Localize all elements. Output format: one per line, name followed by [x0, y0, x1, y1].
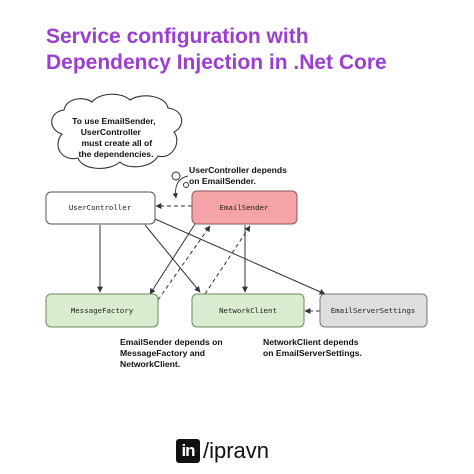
es-note-line-1: EmailSender depends on — [120, 337, 223, 347]
node-email-server-settings: EmailServerSettings — [319, 293, 428, 328]
cloud-note-line-1: To use EmailSender, — [72, 116, 155, 126]
dashed-edges — [155, 203, 320, 314]
cloud-bubble-small — [183, 182, 189, 188]
author-handle: /ipravn — [203, 438, 270, 463]
uc-note-pointer — [172, 175, 189, 199]
network-client-depends-note: NetworkClient depends on EmailServerSett… — [263, 337, 362, 358]
cloud-bubble-large — [171, 171, 181, 181]
nc-note-line-2: on EmailServerSettings. — [263, 348, 362, 358]
email-sender-depends-note: EmailSender depends on MessageFactory an… — [120, 337, 225, 369]
user-controller-label: UserController — [69, 203, 132, 212]
title-line-1: Service configuration with — [46, 25, 309, 48]
linkedin-logo-icon: in — [176, 439, 200, 463]
thought-cloud: To use EmailSender, UserController must … — [51, 93, 189, 188]
es-note-line-2: MessageFactory and — [120, 348, 205, 358]
email-server-settings-label: EmailServerSettings — [331, 306, 416, 315]
cloud-note-line-4: the dependencies. — [79, 149, 154, 159]
uc-note-line-2: on EmailSender. — [189, 176, 256, 186]
message-factory-label: MessageFactory — [71, 306, 134, 315]
edge-nc-to-es-dashed — [204, 225, 251, 295]
email-sender-label: EmailSender — [220, 203, 269, 212]
network-client-label: NetworkClient — [219, 306, 277, 315]
edge-uc-to-ess — [154, 218, 326, 295]
cloud-note-line-2: UserController — [81, 127, 142, 137]
es-note-line-3: NetworkClient. — [120, 359, 180, 369]
edge-mf-to-es-dashed — [157, 225, 211, 301]
page-title: Service configuration with Dependency In… — [46, 24, 466, 76]
node-message-factory: MessageFactory — [45, 293, 159, 328]
solid-edges — [97, 218, 326, 295]
node-network-client: NetworkClient — [191, 293, 305, 328]
edge-es-to-mf — [149, 223, 196, 295]
user-controller-depends-note: UserController depends on EmailSender. — [189, 165, 289, 186]
title-line-2: Dependency Injection in .Net Core — [46, 51, 387, 74]
node-email-sender: EmailSender — [191, 190, 298, 225]
nc-note-line-1: NetworkClient depends — [263, 337, 359, 347]
footer-branding: in /ipravn — [176, 437, 269, 465]
node-user-controller: UserController — [45, 191, 156, 225]
uc-note-line-1: UserController depends — [189, 165, 287, 175]
svg-text:To use EmailSender, User: To use EmailSender, UserController must … — [72, 116, 158, 159]
cloud-note-line-3: must create all of — [81, 138, 152, 148]
